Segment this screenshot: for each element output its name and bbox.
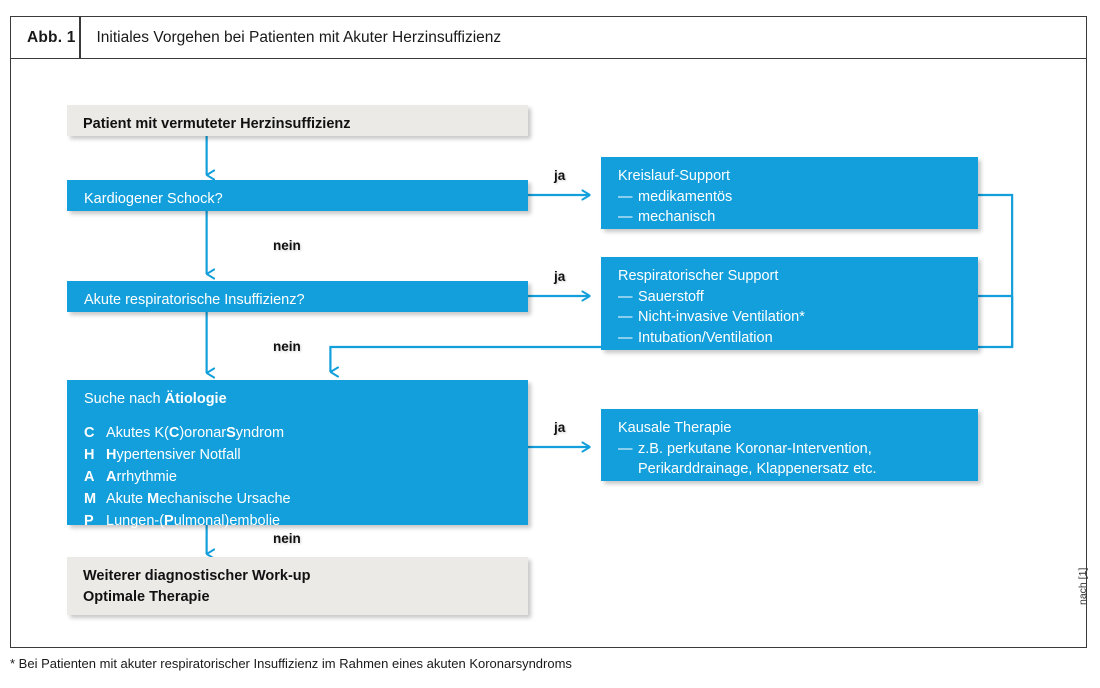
node-causal-therapy-body: Kausale Therapie z.B. perkutane Koronar-… [601, 409, 978, 489]
header-divider [79, 17, 81, 58]
champ-text: Akutes K(C)oronarSyndrom [106, 424, 285, 441]
node-cardiogenic-shock-question[interactable]: Kardiogener Schock? [67, 180, 528, 211]
figure-number: Abb. 1 [27, 28, 76, 46]
champ-row-c: C Akutes K(C)oronarSyndrom [84, 422, 514, 444]
champ-row-m: M Akute Mechanische Ursache [84, 488, 514, 510]
node-patient-suspected-heart-failure-title: Patient mit vermuteter Herzinsuffizienz [83, 116, 351, 132]
node-causal-therapy[interactable]: Kausale Therapie z.B. perkutane Koronar-… [601, 409, 978, 481]
node-causal-therapy-title: Kausale Therapie [618, 420, 732, 436]
node-respiratory-support[interactable]: Respiratorischer Support Sauerstoff Nich… [601, 257, 978, 350]
etiology-title-plain: Suche nach [84, 391, 165, 407]
champ-row-h: H Hypertensiver Notfall [84, 444, 514, 466]
figure-footnote: * Bei Patienten mit akuter respiratorisc… [10, 656, 572, 671]
node-circulatory-support-title: Kreislauf-Support [618, 168, 731, 184]
node-acute-respiratory-failure-question-title: Akute respiratorische Insuffizienz? [84, 292, 305, 308]
node-respiratory-support-bullets: Sauerstoff Nicht-invasive Ventilation* I… [618, 287, 964, 349]
node-respiratory-support-body: Respiratorischer Support Sauerstoff Nich… [601, 257, 978, 357]
node-further-workup-line1: Weiterer diagnostischer Work-up [83, 568, 311, 584]
champ-row-a: A Arrhythmie [84, 466, 514, 488]
node-acute-respiratory-failure-question-body: Akute respiratorische Insuffizienz? [67, 281, 528, 320]
figure-frame: Abb. 1 Initiales Vorgehen bei Patienten … [10, 16, 1089, 648]
champ-text: Akute Mechanische Ursache [106, 490, 291, 507]
champ-key: P [84, 512, 94, 529]
node-circulatory-support-body: Kreislauf-Support medikamentös mechanisc… [601, 157, 978, 237]
source-credit: nach [1] [1077, 567, 1089, 605]
flowchart-canvas: Patient mit vermuteter Herzinsuffizienz … [11, 59, 1086, 647]
etiology-title-bold: Ätiologie [164, 391, 227, 407]
node-further-workup-line2: Optimale Therapie [83, 588, 210, 605]
node-respiratory-support-title: Respiratorischer Support [618, 268, 779, 284]
node-patient-suspected-heart-failure-body: Patient mit vermuteter Herzinsuffizienz [67, 105, 528, 144]
figure-header: Abb. 1 Initiales Vorgehen bei Patienten … [11, 17, 1086, 59]
node-further-workup[interactable]: Weiterer diagnostischer Work-up Optimale… [67, 557, 528, 615]
node-etiology-search[interactable]: Suche nach Ätiologie C Akutes K(C)oronarS… [67, 380, 528, 529]
list-item: z.B. perkutane Koronar-Intervention, Per… [618, 439, 964, 480]
figure-title: Initiales Vorgehen bei Patienten mit Aku… [96, 28, 502, 46]
node-further-workup-body: Weiterer diagnostischer Work-up Optimale… [67, 557, 528, 616]
edge-circulatory-return [976, 193, 1014, 347]
list-item: Nicht-invasive Ventilation* [618, 307, 964, 328]
edge-label-etiology-no: nein [273, 531, 301, 546]
node-causal-therapy-bullets: z.B. perkutane Koronar-Intervention, Per… [618, 439, 964, 480]
list-item: Sauerstoff [618, 287, 964, 308]
champ-text: Lungen-(Pulmonal)embolie [106, 512, 281, 529]
list-item: Intubation/Ventilation [618, 328, 964, 349]
node-acute-respiratory-failure-question[interactable]: Akute respiratorische Insuffizienz? [67, 281, 528, 312]
edge-label-respiratory-no: nein [273, 339, 301, 354]
edge-label-shock-no: nein [273, 238, 301, 253]
node-circulatory-support[interactable]: Kreislauf-Support medikamentös mechanisc… [601, 157, 978, 229]
champ-row-p: P Lungen-(Pulmonal)embolie [84, 510, 514, 532]
champ-key: M [84, 490, 97, 507]
champ-key: C [84, 424, 95, 441]
champ-text: Arrhythmie [106, 468, 177, 485]
node-etiology-search-title: Suche nach Ätiologie [84, 389, 514, 410]
edge-label-shock-yes: ja [554, 168, 566, 183]
node-etiology-search-body: Suche nach Ätiologie C Akutes K(C)oronarS… [67, 380, 528, 541]
node-cardiogenic-shock-question-title: Kardiogener Schock? [84, 191, 223, 207]
champ-key: A [84, 468, 95, 485]
node-cardiogenic-shock-question-body: Kardiogener Schock? [67, 180, 528, 219]
list-item: medikamentös [618, 187, 964, 208]
list-item: mechanisch [618, 207, 964, 228]
edge-label-etiology-yes: ja [554, 420, 566, 435]
champ-key: H [84, 446, 95, 463]
node-patient-suspected-heart-failure[interactable]: Patient mit vermuteter Herzinsuffizienz [67, 105, 528, 136]
edge-label-respiratory-yes: ja [554, 269, 566, 284]
champ-text: Hypertensiver Notfall [106, 446, 241, 463]
node-circulatory-support-bullets: medikamentös mechanisch [618, 187, 964, 228]
